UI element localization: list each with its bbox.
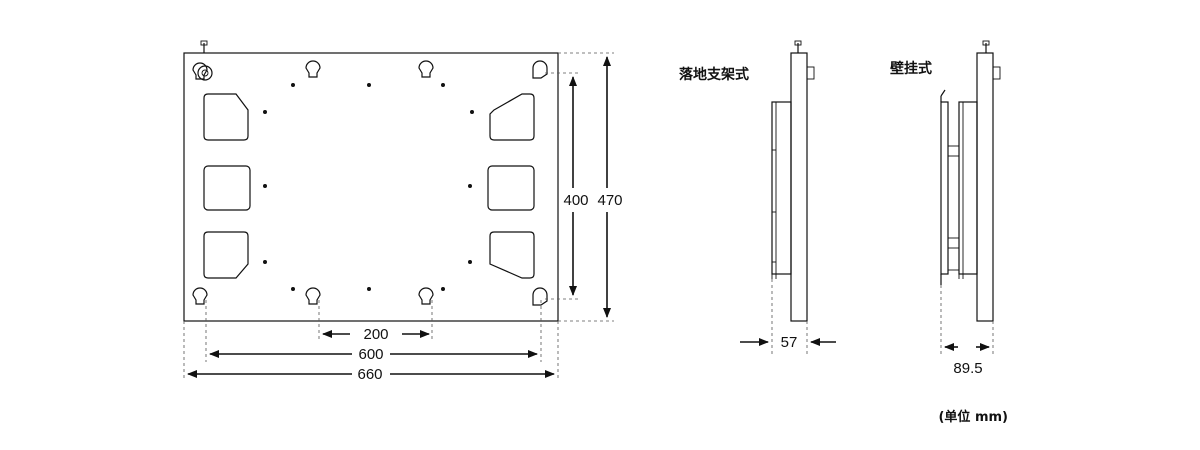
keyhole-slot — [418, 287, 434, 305]
floor-stand-title: 落地支架式 — [679, 66, 749, 83]
cutout-right-bottom — [489, 231, 535, 279]
cutout-left-top — [203, 93, 249, 141]
wall-mount-back-panel — [976, 52, 994, 322]
adjustment-knob — [197, 65, 213, 81]
keyhole-slot — [192, 62, 208, 80]
wall-mount-title: 壁挂式 — [890, 60, 932, 77]
dimension-89-5: 89.5 — [944, 343, 990, 377]
floor-stand-bracket — [771, 101, 792, 275]
cutout-right-top — [489, 93, 535, 141]
dimension-label-200: 200 — [363, 326, 388, 343]
dimension-470: 470 — [597, 56, 623, 318]
keyhole-slot — [532, 287, 548, 306]
keyhole-slot — [192, 287, 208, 305]
floor-stand-knob — [806, 66, 815, 80]
dimension-660: 660 — [187, 366, 555, 383]
dimension-600: 600 — [209, 346, 538, 363]
floor-stand-side-view: 落地支架式 57 — [679, 40, 836, 355]
top-screw — [200, 40, 208, 53]
dimension-label-57: 57 — [781, 334, 798, 351]
dimension-label-89-5: 89.5 — [953, 360, 982, 377]
mounting-hole — [441, 287, 445, 291]
dimension-label-660: 660 — [357, 366, 382, 383]
dimension-label-600: 600 — [358, 346, 383, 363]
floor-stand-back-panel — [790, 52, 808, 322]
mounting-hole — [470, 110, 474, 114]
cutout-left-middle — [203, 165, 251, 211]
dimension-label-400: 400 — [563, 192, 588, 209]
mounting-hole — [468, 184, 472, 188]
cutout-left-bottom — [203, 231, 249, 279]
mounting-plate-outline — [183, 52, 559, 322]
unit-note: (单位 mm) — [938, 409, 1008, 425]
mounting-hole — [367, 287, 371, 291]
keyhole-slot — [532, 60, 548, 79]
dimension-label-470: 470 — [597, 192, 622, 209]
mounting-hole — [291, 83, 295, 87]
cutout-right-middle — [487, 165, 535, 211]
wall-mount-inner-bracket — [958, 101, 978, 275]
keyhole-slot — [305, 287, 321, 305]
mounting-hole — [263, 184, 267, 188]
mounting-hole — [263, 260, 267, 264]
wall-mount-side-view: 壁挂式 89.5 — [890, 40, 1001, 377]
keyhole-slot — [418, 60, 434, 78]
keyhole-slot — [305, 60, 321, 78]
extension-lines — [183, 52, 614, 380]
mounting-hole — [441, 83, 445, 87]
front-view: 200 600 660 400 470 — [183, 40, 623, 383]
dimension-400: 400 — [563, 76, 589, 296]
mounting-hole — [263, 110, 267, 114]
wall-mount-knob — [992, 66, 1001, 80]
mounting-hole — [367, 83, 371, 87]
wall-mount-wall-bracket — [940, 89, 960, 285]
dimension-200: 200 — [322, 326, 430, 343]
mounting-hole — [468, 260, 472, 264]
mounting-hole — [291, 287, 295, 291]
dimension-57: 57 — [740, 334, 836, 351]
